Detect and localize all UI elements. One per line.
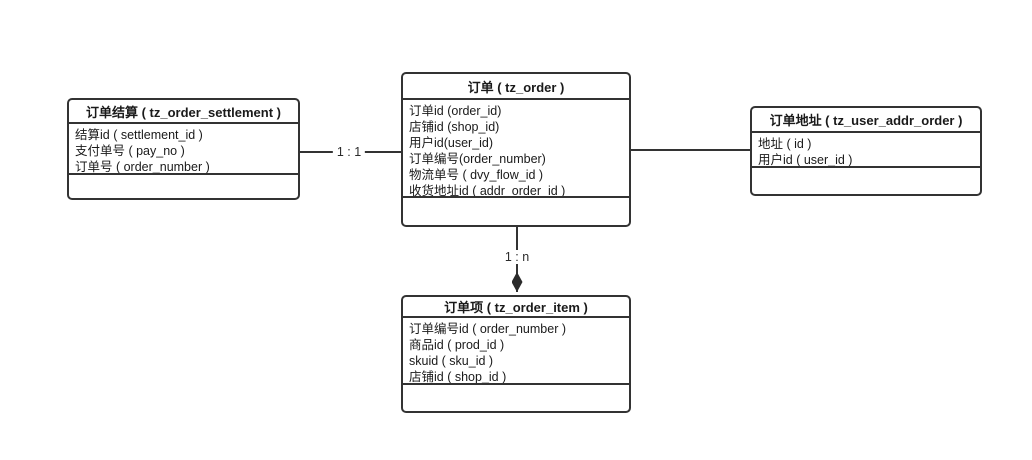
field-row: skuid ( sku_id ) <box>409 354 494 368</box>
entity-field-list: 订单编号id ( order_number ) 商品id ( prod_id ) s… <box>403 318 629 385</box>
relation-line-order-addr[interactable] <box>631 149 750 151</box>
relation-label-one-to-one: 1 : 1 <box>332 145 366 159</box>
entity-empty-compartment <box>403 385 629 411</box>
field-row: 店铺id ( shop_id ) <box>409 370 507 384</box>
entity-empty-compartment <box>69 175 298 198</box>
field-row: 订单号 ( order_number ) <box>75 160 210 174</box>
entity-title: 订单结算 ( tz_order_settlement ) <box>69 100 298 124</box>
field-row: 地址 ( id ) <box>758 137 812 151</box>
entity-title: 订单地址 ( tz_user_addr_order ) <box>752 108 980 133</box>
entity-empty-compartment <box>403 198 629 225</box>
entity-empty-compartment <box>752 168 980 194</box>
diamond-arrowhead-icon <box>511 272 523 292</box>
entity-field-list: 订单id (order_id) 店铺id (shop_id) 用户id(user_i… <box>403 100 629 198</box>
field-row: 订单id (order_id) <box>409 104 502 118</box>
entity-tz-order[interactable]: 订单 ( tz_order ) 订单id (order_id) 店铺id (sho… <box>401 72 631 227</box>
entity-title: 订单项 ( tz_order_item ) <box>403 297 629 318</box>
entity-tz-user-addr-order[interactable]: 订单地址 ( tz_user_addr_order ) 地址 ( id ) 用户i… <box>750 106 982 196</box>
entity-field-list: 地址 ( id ) 用户id ( user_id ) <box>752 133 980 168</box>
entity-title: 订单 ( tz_order ) <box>403 74 629 100</box>
entity-tz-order-settlement[interactable]: 订单结算 ( tz_order_settlement ) 结算id ( sett… <box>67 98 300 200</box>
field-row: 用户id ( user_id ) <box>758 153 853 167</box>
field-row: 支付单号 ( pay_no ) <box>75 144 185 158</box>
field-row: 收货地址id ( addr_order_id ) <box>409 184 566 198</box>
entity-field-list: 结算id ( settlement_id ) 支付单号 ( pay_no ) 订单号… <box>69 124 298 175</box>
entity-tz-order-item[interactable]: 订单项 ( tz_order_item ) 订单编号id ( order_num… <box>401 295 631 413</box>
field-row: 店铺id (shop_id) <box>409 120 500 134</box>
field-row: 订单编号id ( order_number ) <box>409 322 566 336</box>
relation-label-one-to-many: 1 : n <box>500 250 534 264</box>
field-row: 商品id ( prod_id ) <box>409 338 505 352</box>
field-row: 订单编号(order_number) <box>409 152 546 166</box>
field-row: 结算id ( settlement_id ) <box>75 128 203 142</box>
field-row: 用户id(user_id) <box>409 136 494 150</box>
field-row: 物流单号 ( dvy_flow_id ) <box>409 168 544 182</box>
